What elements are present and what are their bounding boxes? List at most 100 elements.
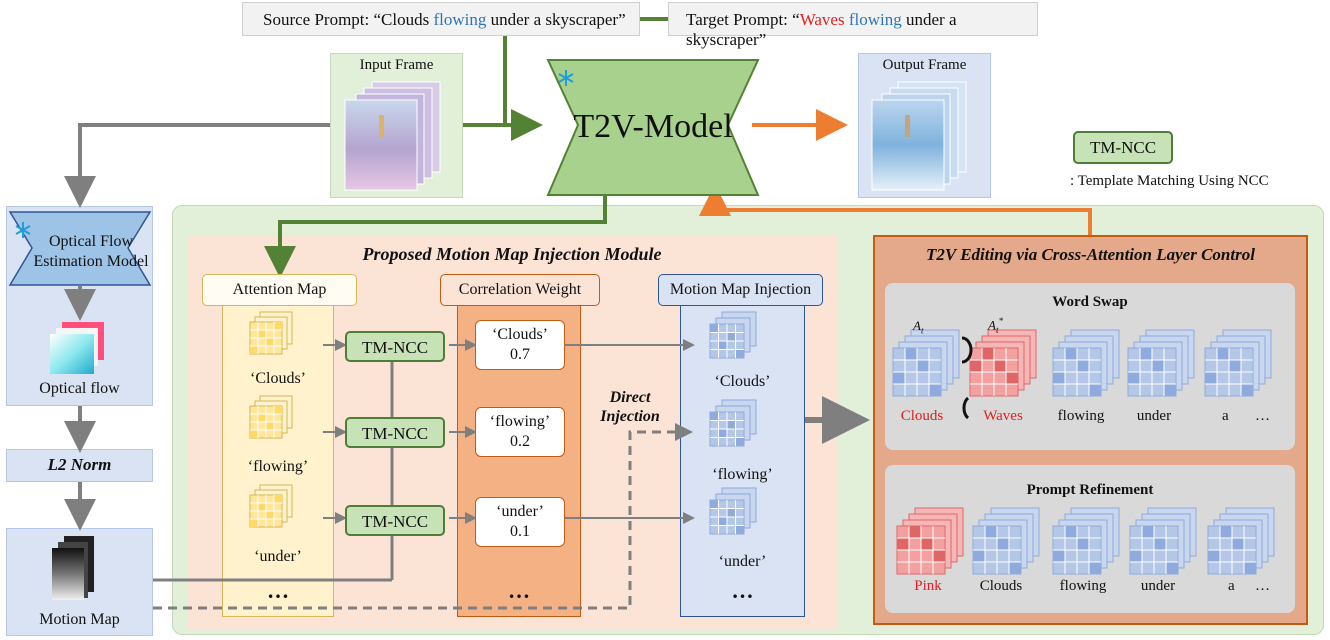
corr-box-clouds: ‘Clouds’ 0.7 xyxy=(475,320,565,370)
attention-grid-under xyxy=(249,484,293,528)
corr-box-under: ‘under’ 0.1 xyxy=(475,497,565,547)
refine-title: Prompt Refinement xyxy=(1026,482,1154,498)
output-frame-label: Output Frame xyxy=(882,57,967,73)
output-frames-image xyxy=(871,81,967,191)
t2v-model-block xyxy=(546,59,760,196)
at-label-source: At xyxy=(913,318,923,336)
corr-ellipsis: … xyxy=(508,578,530,603)
snowflake-icon xyxy=(558,70,574,86)
source-word2: flowing xyxy=(433,10,487,29)
legend-description: : Template Matching Using NCC xyxy=(1070,173,1269,189)
refine-label-flowing: flowing xyxy=(1059,578,1107,594)
at-label-target: At* xyxy=(988,316,1003,335)
source-prompt: Source Prompt: “Clouds flowing under a s… xyxy=(242,2,640,36)
injection-grid-clouds xyxy=(709,311,757,359)
target-word: Waves xyxy=(799,10,845,29)
optical-flow-image xyxy=(50,322,104,374)
correlation-header: Correlation Weight xyxy=(440,274,600,306)
word-swap-title: Word Swap xyxy=(1052,294,1128,310)
attention-word-flowing: ‘flowing’ xyxy=(247,458,309,475)
at-letter: A xyxy=(913,318,921,333)
attention-word-clouds: ‘Clouds’ xyxy=(250,370,306,387)
flow-model-label: Optical Flow Estimation Model xyxy=(33,233,149,270)
swap-grid-clouds xyxy=(892,329,960,397)
refine-grid-pink xyxy=(896,507,964,575)
l2-norm-box xyxy=(6,449,153,482)
at-star-sub: t xyxy=(995,324,999,335)
swap-label-flowing: flowing xyxy=(1057,408,1105,424)
injection-header: Motion Map Injection xyxy=(658,274,823,306)
corr-weight-clouds: 0.7 xyxy=(510,346,530,363)
attention-word-under: ‘under’ xyxy=(254,548,302,565)
refine-grid-a xyxy=(1207,507,1275,575)
refine-grid-clouds xyxy=(972,507,1040,575)
refine-label-under: under xyxy=(1140,578,1176,594)
input-frame-label: Input Frame xyxy=(359,57,434,73)
swap-grid-waves xyxy=(969,329,1037,397)
swap-label-a: a xyxy=(1222,408,1229,424)
optical-flow-label: Optical flow xyxy=(39,380,120,397)
prompt-to-model-arrow xyxy=(503,36,543,141)
refine-grid-flowing xyxy=(1052,507,1120,575)
snowflake-icon-flow xyxy=(15,222,31,238)
model-label: T2V-Model xyxy=(573,108,733,145)
direct-injection-line xyxy=(153,423,693,610)
swap-grid-a xyxy=(1204,329,1272,397)
attention-grid-clouds xyxy=(249,311,293,355)
injection-word-clouds: ‘Clouds’ xyxy=(714,373,771,390)
refine-label-ellipsis: … xyxy=(1255,578,1270,594)
at-star: * xyxy=(998,316,1003,326)
input-frames-image xyxy=(344,81,441,191)
target-prompt: Target Prompt: “Waves flowing under a sk… xyxy=(668,2,1038,49)
tm-ncc-box-3: TM-NCC xyxy=(345,505,445,536)
swap-grid-flowing xyxy=(1052,329,1120,397)
flow-model-block xyxy=(8,211,152,286)
corr-word-flowing: ‘flowing’ xyxy=(489,413,551,430)
injection-grid-flowing xyxy=(709,399,757,447)
injection-ellipsis: … xyxy=(731,578,754,603)
source-suffix: under a skyscraper” xyxy=(486,10,626,29)
swap-label-under: under xyxy=(1136,408,1172,424)
tm-ncc-box-1: TM-NCC xyxy=(345,331,445,362)
source-prefix: Source Prompt: “ xyxy=(263,10,382,29)
swap-label-ellipsis: … xyxy=(1255,408,1270,424)
corr-weight-under: 0.1 xyxy=(510,523,530,540)
direct-injection-label: Direct Injection xyxy=(600,389,660,425)
refine-label-clouds: Clouds xyxy=(979,578,1023,594)
refine-label-a: a xyxy=(1228,578,1235,594)
corr-box-flowing: ‘flowing’ 0.2 xyxy=(475,407,565,457)
editing-title: T2V Editing via Cross-Attention Layer Co… xyxy=(926,245,1255,264)
swap-arc-bottom xyxy=(962,396,970,420)
at-star-letter: A xyxy=(988,317,996,333)
swap-grid-under xyxy=(1127,329,1195,397)
injection-word-under: ‘under’ xyxy=(718,553,767,570)
attention-grid-flowing xyxy=(249,395,293,439)
motion-map-label: Motion Map xyxy=(39,611,120,628)
refine-label-pink: Pink xyxy=(914,578,942,594)
injection-grid-under xyxy=(709,487,757,535)
swap-label-clouds: Clouds xyxy=(900,408,944,424)
l2-norm-label: L2 Norm xyxy=(47,455,112,474)
injection-word-flowing: ‘flowing’ xyxy=(712,466,773,483)
module-title: Proposed Motion Map Injection Module xyxy=(362,244,662,264)
target-prefix: Target Prompt: “ xyxy=(686,10,800,29)
at-sub: t xyxy=(920,325,924,336)
legend-tm-ncc: TM-NCC xyxy=(1073,131,1173,164)
corr-weight-flowing: 0.2 xyxy=(510,433,530,450)
attention-ellipsis: … xyxy=(267,578,289,603)
swap-arc-top xyxy=(961,336,973,364)
model-to-attention-arrow xyxy=(264,195,607,278)
corr-word-clouds: ‘Clouds’ xyxy=(492,326,548,343)
swap-label-waves: Waves xyxy=(983,408,1023,424)
attention-header: Attention Map xyxy=(202,274,357,306)
source-word: Clouds xyxy=(381,10,430,29)
corr-word-under: ‘under’ xyxy=(496,503,544,520)
target-suffix: under a skyscraper” xyxy=(686,10,957,49)
input-to-flow-arrow xyxy=(64,123,330,208)
motion-map-image xyxy=(52,536,94,600)
editing-to-model-arrow xyxy=(699,184,1092,235)
target-word2: flowing xyxy=(848,10,902,29)
refine-grid-under xyxy=(1129,507,1197,575)
tm-ncc-box-2: TM-NCC xyxy=(345,417,445,448)
